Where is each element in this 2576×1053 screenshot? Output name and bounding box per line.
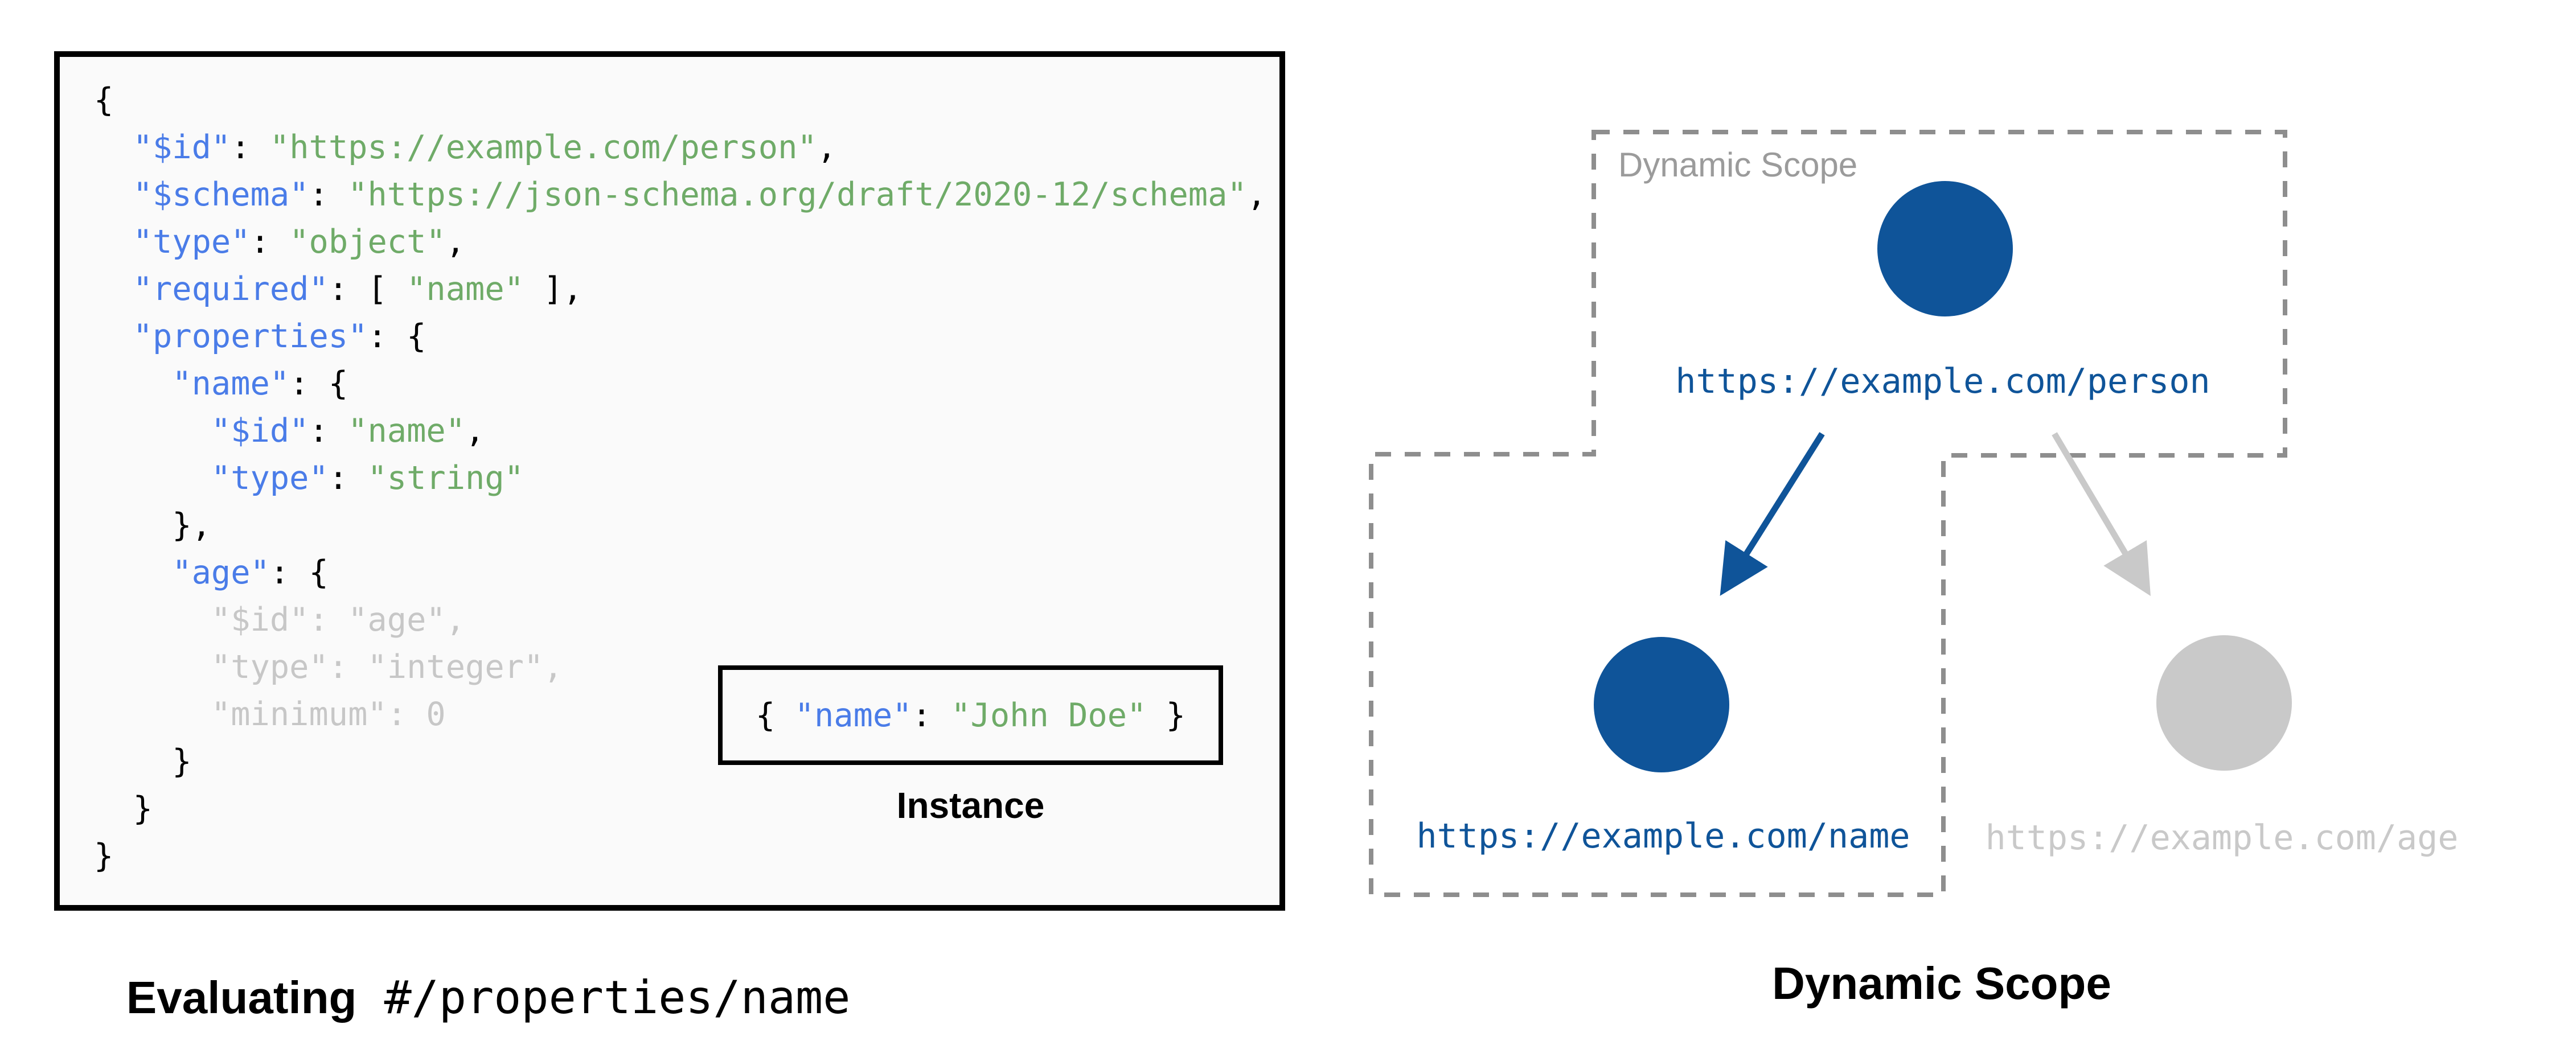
- code-line: "$id": "https://example.com/person",: [133, 129, 837, 166]
- instance-box: { "name": "John Doe" }: [718, 665, 1223, 765]
- evaluating-caption-pointer: #/properties/name: [356, 971, 851, 1024]
- code-line: "$schema": "https://json-schema.org/draf…: [133, 176, 1267, 213]
- arrow-to-name: [1720, 432, 1825, 596]
- name-url: https://example.com/name: [1417, 816, 1910, 856]
- code-line: "type": "string": [211, 459, 524, 497]
- instance-label: Instance: [896, 785, 1045, 826]
- code-line: "type": "integer",: [94, 648, 563, 686]
- code-line: "name": {: [172, 365, 348, 402]
- code-line: "type": "object",: [133, 223, 466, 261]
- arrow-to-age: [2052, 432, 2151, 597]
- person-node: [1877, 181, 2013, 316]
- age-url: https://example.com/age: [1986, 818, 2459, 858]
- person-url: https://example.com/person: [1675, 361, 2210, 401]
- code-line: "$id": "name",: [211, 412, 485, 450]
- code-line: }: [94, 790, 153, 828]
- name-node: [1594, 637, 1729, 772]
- age-node: [2156, 635, 2292, 771]
- code-line: {: [94, 81, 114, 119]
- code-line: }: [94, 743, 192, 780]
- dynamic-scope-caption: Dynamic Scope: [1772, 958, 2111, 1009]
- code-line: "$id": "age",: [94, 601, 466, 639]
- code-line: "properties": {: [133, 318, 426, 355]
- code-line: },: [94, 507, 211, 544]
- evaluating-caption-bold: Evaluating: [126, 972, 357, 1023]
- instance-code: { "name": "John Doe" }: [756, 696, 1186, 734]
- code-line: "required": [ "name" ],: [133, 270, 583, 308]
- scope-outline: [1369, 130, 2287, 897]
- code-line: "age": {: [172, 554, 329, 591]
- code-line: }: [94, 837, 114, 875]
- scope-label: Dynamic Scope: [1618, 146, 1857, 184]
- code-line: "minimum": 0: [94, 696, 446, 733]
- evaluating-caption: Evaluating #/properties/name: [121, 961, 850, 1024]
- json-code: { "$id": "https://example.com/person", "…: [94, 77, 1266, 880]
- schema-box: { "$id": "https://example.com/person", "…: [54, 51, 1285, 911]
